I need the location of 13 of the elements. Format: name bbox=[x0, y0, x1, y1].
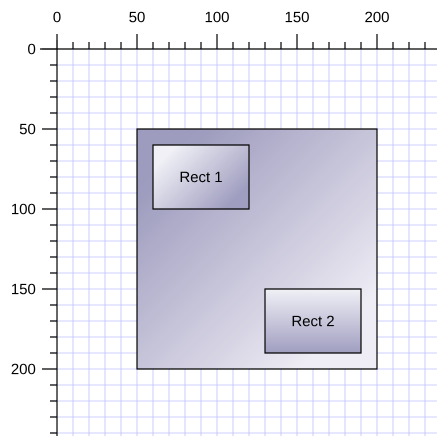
rectangle-box: Rect 2 bbox=[264, 288, 362, 354]
tick-label: 100 bbox=[12, 204, 36, 214]
tick-label: 50 bbox=[129, 12, 145, 22]
tick-label: 50 bbox=[20, 124, 36, 134]
tick-label: 150 bbox=[286, 12, 309, 22]
tick-label: 0 bbox=[53, 12, 61, 22]
tick-label: 200 bbox=[365, 12, 389, 22]
tick-label: 100 bbox=[206, 12, 229, 22]
tick-label: 0 bbox=[28, 44, 36, 54]
rectangle-box: Rect 1 bbox=[152, 144, 250, 210]
tick-label: 150 bbox=[12, 284, 36, 294]
container-box bbox=[136, 128, 378, 370]
tick-label: 200 bbox=[12, 364, 36, 374]
